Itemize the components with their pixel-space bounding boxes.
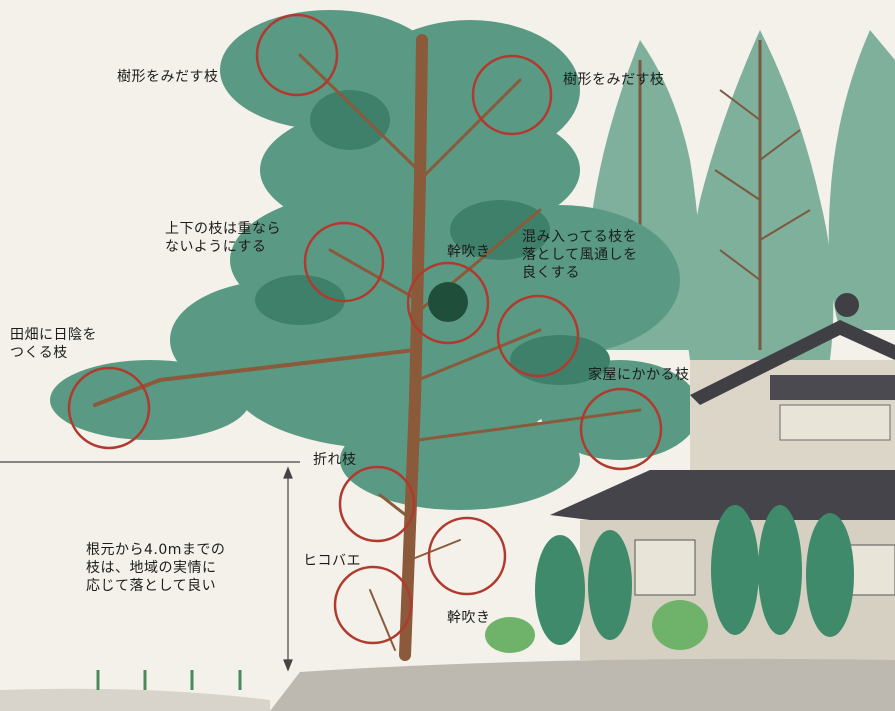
label-sucker: ヒコバエ [303,553,361,569]
label-trunk-sprout-bottom: 幹吹き [447,610,491,626]
circle-dense-branches [496,294,580,378]
circle-tree-shape-right [471,54,553,136]
circle-overlap [303,221,385,303]
ground [0,658,895,711]
label-house-branch: 家屋にかかる枝 [588,367,690,383]
label-dense-branches: 混み入ってる枝を 落として風通しを 良くする [522,229,638,281]
field-sprouts [96,670,242,690]
height-arrow [283,466,293,672]
label-field-shade: 田畑に日陰を つくる枝 [10,327,97,361]
circle-field-shade [67,366,151,450]
label-tree-shape-right: 樹形をみだす枝 [563,72,665,88]
trunk-sprout-cluster [428,282,468,322]
circle-sucker [333,565,413,645]
circle-tree-shape-left [255,13,339,97]
circle-house-branch [579,387,663,471]
label-overlap: 上下の枝は重なら ないようにする [165,221,281,255]
label-height-rule: 根元から4.0mまでの 枝は、地域の実情に 応じて落として良い [86,542,226,594]
circle-broken-branch [338,465,416,543]
circle-trunk-sprout-bottom [427,516,507,596]
label-broken-branch: 折れ枝 [313,452,357,468]
label-tree-shape-left: 樹形をみだす枝 [117,69,219,85]
label-trunk-sprout-top: 幹吹き [447,244,491,260]
garden-shrubs [485,505,854,653]
circle-trunk-sprout-top [406,261,490,345]
